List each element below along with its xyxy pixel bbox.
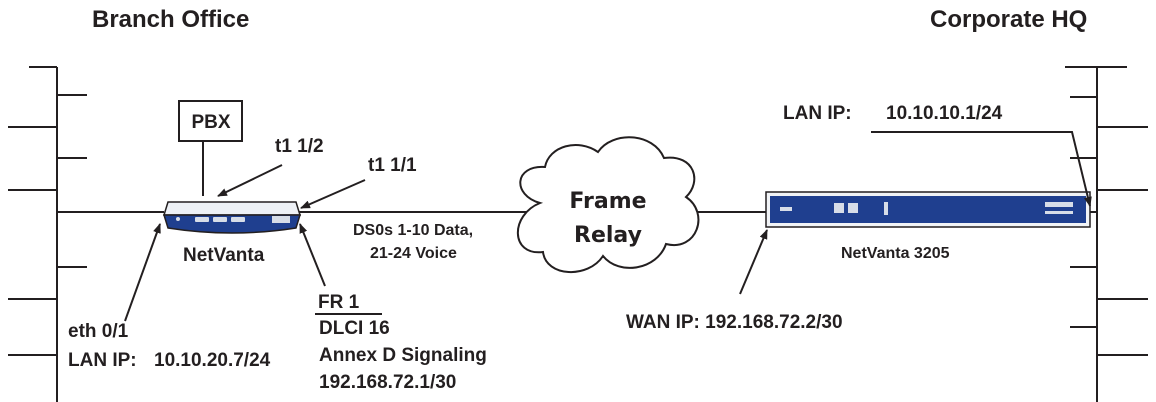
ds0-line-2: 21-24 Voice xyxy=(370,245,457,262)
hq-lan-ip-label: LAN IP: xyxy=(783,103,852,124)
pbx-label: PBX xyxy=(191,112,230,133)
frame-relay-cloud xyxy=(516,136,700,273)
pbx-box xyxy=(178,100,243,196)
hq-lan-arrow xyxy=(871,131,1092,207)
cloud-text-line-2: Relay xyxy=(574,223,642,248)
hq-lan-segment xyxy=(1065,66,1148,402)
signaling-label: Annex D Signaling xyxy=(319,345,487,366)
eth-arrow xyxy=(124,223,161,322)
branch-router-label: NetVanta xyxy=(183,245,265,266)
t1-1-1-label: t1 1/1 xyxy=(368,155,417,176)
branch-lan-ip-value: 10.10.20.7/24 xyxy=(154,350,271,371)
fr-ip-label: 192.168.72.1/30 xyxy=(319,372,456,393)
t1-1-2-arrow xyxy=(217,164,283,197)
hq-router-icon xyxy=(765,191,1091,228)
corporate-hq-title: Corporate HQ xyxy=(930,6,1087,33)
branch-lan-segment xyxy=(8,66,87,402)
fr-title: FR 1 xyxy=(318,292,360,313)
branch-router-icon xyxy=(162,201,302,234)
eth-label: eth 0/1 xyxy=(68,321,129,342)
hq-wan-ip-label: WAN IP: 192.168.72.2/30 xyxy=(626,312,843,333)
t1-1-2-label: t1 1/2 xyxy=(275,136,324,157)
branch-lan-ip-label: LAN IP: xyxy=(68,350,137,371)
hq-router-label: NetVanta 3205 xyxy=(841,245,950,262)
ds0-line-1: DS0s 1-10 Data, xyxy=(353,222,473,239)
dlci-label: DLCI 16 xyxy=(319,318,390,339)
cloud-text-line-1: Frame xyxy=(569,189,646,214)
fr-arrow xyxy=(299,223,326,287)
t1-1-1-arrow xyxy=(300,179,366,209)
wan-ip-arrow xyxy=(739,229,768,295)
branch-office-title: Branch Office xyxy=(92,6,249,33)
hq-lan-ip-value: 10.10.10.1/24 xyxy=(886,103,1003,124)
